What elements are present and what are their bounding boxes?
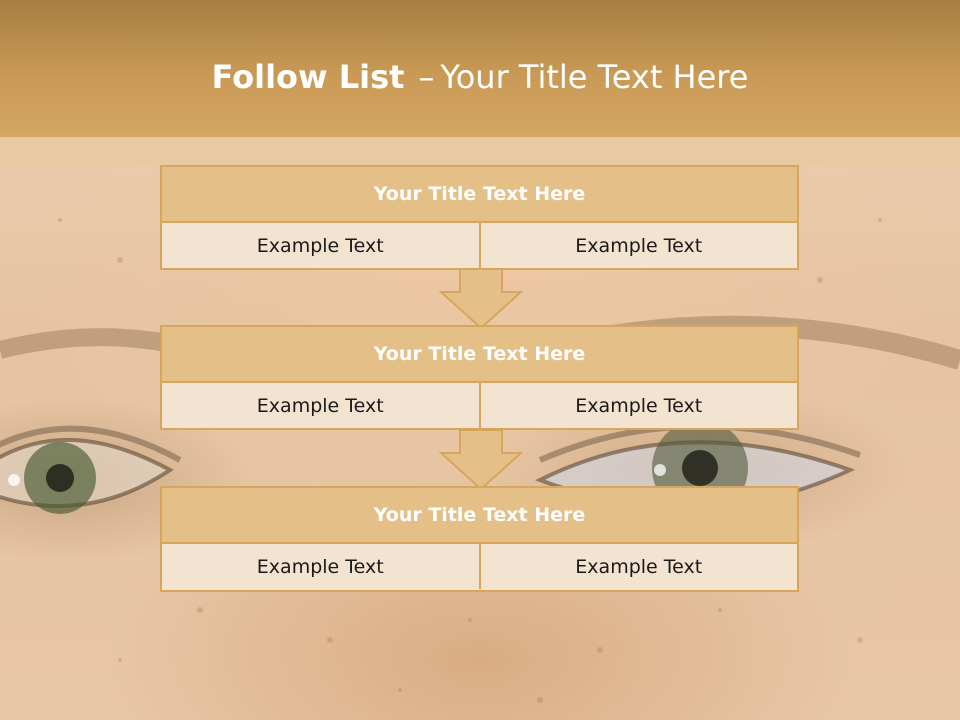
step-row: Example Text Example Text xyxy=(162,383,797,428)
step-box-1: Your Title Text Here Example Text Exampl… xyxy=(160,165,799,270)
title-band-strip xyxy=(0,137,960,166)
step-cell-left: Example Text xyxy=(162,383,479,428)
step-box-2: Your Title Text Here Example Text Exampl… xyxy=(160,325,799,430)
title-rest: Your Title Text Here xyxy=(440,58,749,96)
step-box-3: Your Title Text Here Example Text Exampl… xyxy=(160,486,799,592)
step-cell-left: Example Text xyxy=(162,223,479,268)
step-title: Your Title Text Here xyxy=(162,488,797,544)
title-dash: – xyxy=(418,58,435,96)
step-title: Your Title Text Here xyxy=(162,327,797,383)
title-bold: Follow List xyxy=(211,58,405,96)
page-title: Follow List–Your Title Text Here xyxy=(0,55,960,99)
step-cell-right: Example Text xyxy=(478,383,797,428)
step-row: Example Text Example Text xyxy=(162,544,797,589)
title-band xyxy=(0,0,960,137)
down-arrow-icon xyxy=(439,268,523,330)
step-row: Example Text Example Text xyxy=(162,223,797,268)
step-cell-right: Example Text xyxy=(478,544,797,589)
step-title: Your Title Text Here xyxy=(162,167,797,223)
down-arrow-icon xyxy=(439,429,523,491)
step-cell-left: Example Text xyxy=(162,544,479,589)
step-cell-right: Example Text xyxy=(478,223,797,268)
